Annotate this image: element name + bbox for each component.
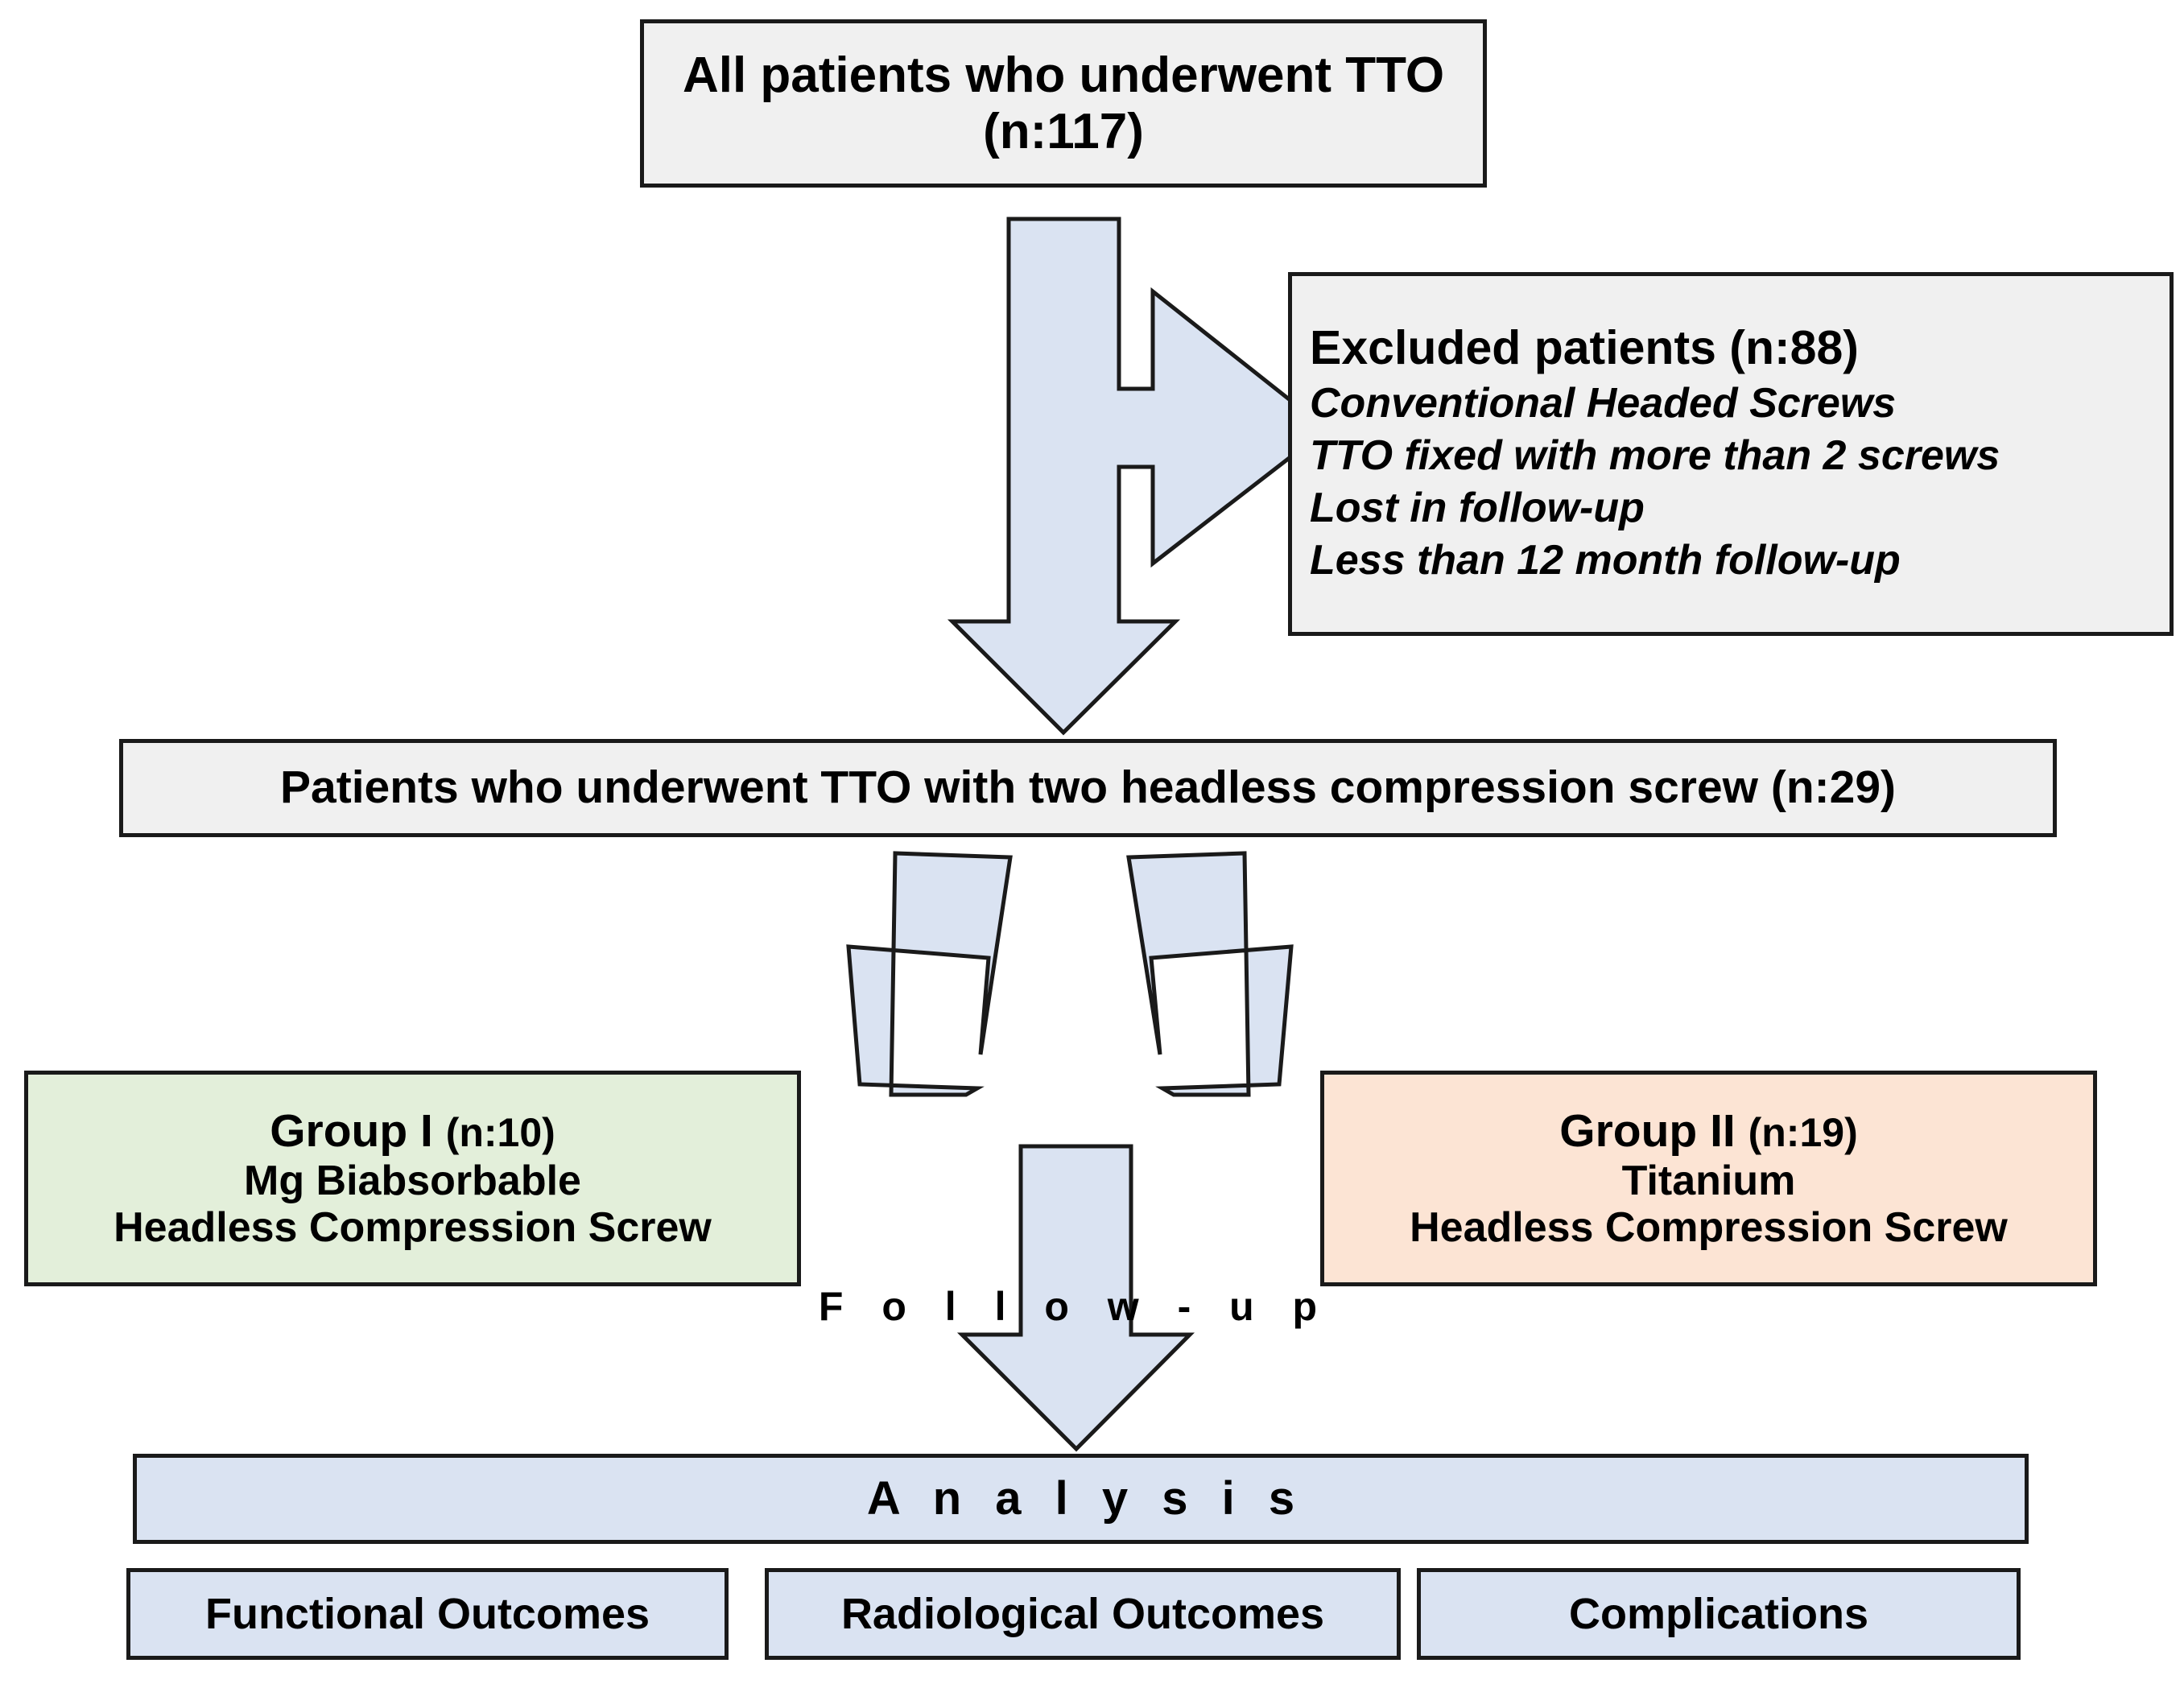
group-1-line3: Headless Compression Screw xyxy=(114,1203,712,1251)
all-patients-line2: (n:117) xyxy=(983,103,1144,159)
group-2-count: (n:19) xyxy=(1748,1109,1858,1155)
group-2-title-line: Group II (n:19) xyxy=(1559,1104,1858,1158)
excluded-reason-2: TTO fixed with more than 2 screws xyxy=(1310,432,2000,480)
group-2-box: Group II (n:19) Titanium Headless Compre… xyxy=(1320,1071,2097,1286)
outcome-label-complications: Complications xyxy=(1568,1589,1869,1638)
excluded-header: Excluded patients (n:88) xyxy=(1310,320,1859,374)
excluded-patients-box: Excluded patients (n:88) Conventional He… xyxy=(1288,272,2174,636)
group-1-count: (n:10) xyxy=(445,1109,555,1155)
group-1-title: Group I xyxy=(270,1104,433,1157)
group-2-line2: Titanium xyxy=(1621,1157,1796,1204)
outcome-box-radiological: Radiological Outcomes xyxy=(765,1568,1401,1660)
outcome-box-complications: Complications xyxy=(1417,1568,2021,1660)
outcome-box-functional: Functional Outcomes xyxy=(126,1568,729,1660)
analysis-box: A n a l y s i s xyxy=(133,1454,2029,1544)
group-2-line3: Headless Compression Screw xyxy=(1410,1203,2008,1251)
main-down-right-arrow-icon xyxy=(947,217,1331,736)
group-1-title-line: Group I (n:10) xyxy=(270,1104,555,1158)
split-left-arrow-icon xyxy=(846,851,1013,1097)
excluded-reason-3: Lost in follow-up xyxy=(1310,485,1645,532)
group-2-title: Group II xyxy=(1559,1104,1736,1157)
group-1-line2: Mg Biabsorbable xyxy=(244,1157,581,1204)
outcome-label-radiological: Radiological Outcomes xyxy=(840,1589,1325,1638)
followup-label: F o l l o w - u p xyxy=(818,1284,1331,1329)
all-patients-box: All patients who underwent TTO (n:117) xyxy=(640,19,1487,188)
analysis-text: A n a l y s i s xyxy=(866,1471,1306,1525)
included-patients-box: Patients who underwent TTO with two head… xyxy=(119,739,2057,837)
split-right-arrow-icon xyxy=(1126,851,1294,1097)
outcome-label-functional: Functional Outcomes xyxy=(204,1589,650,1638)
excluded-reason-4: Less than 12 month follow-up xyxy=(1310,537,1901,584)
group-1-box: Group I (n:10) Mg Biabsorbable Headless … xyxy=(24,1071,801,1286)
included-patients-text: Patients who underwent TTO with two head… xyxy=(280,761,1896,814)
excluded-reason-1: Conventional Headed Screws xyxy=(1310,380,1897,427)
all-patients-line1: All patients who underwent TTO xyxy=(682,47,1445,104)
